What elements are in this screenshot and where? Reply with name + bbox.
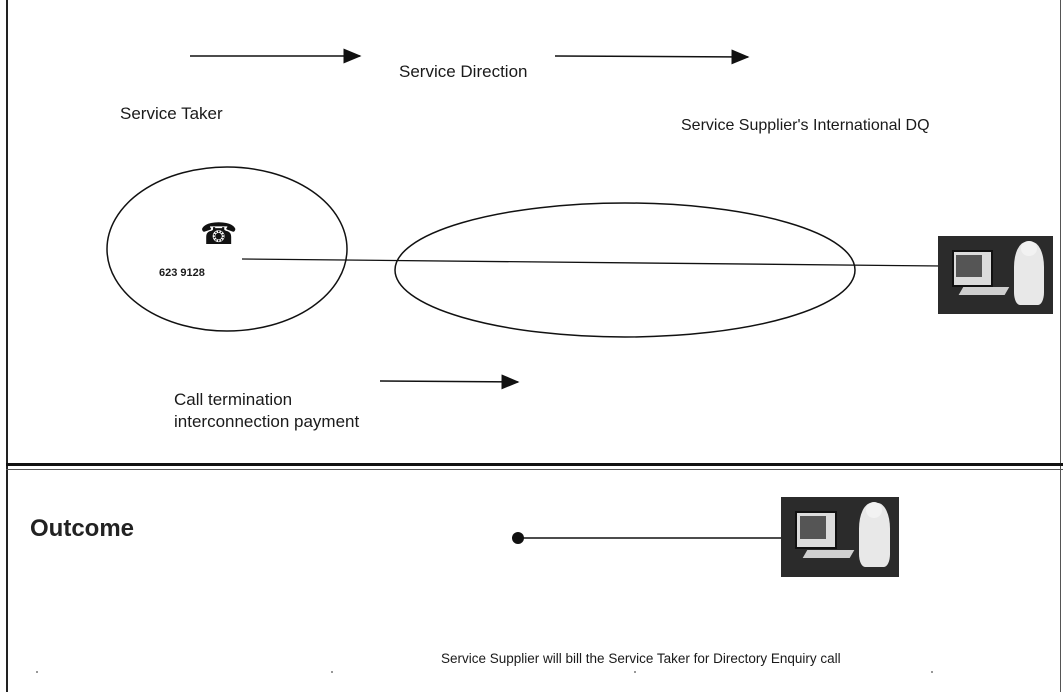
keyboard-shape bbox=[802, 549, 855, 558]
section-divider-thin bbox=[6, 469, 1063, 470]
keyboard-shape bbox=[958, 287, 1010, 296]
payment-label: Call termination interconnection payment bbox=[174, 389, 359, 433]
screen-shape bbox=[956, 254, 982, 277]
computer-user-icon bbox=[938, 236, 1053, 314]
call-connection-line bbox=[241, 258, 943, 267]
outcome-description: Service Supplier will bill the Service T… bbox=[441, 651, 841, 666]
scan-speck bbox=[931, 671, 933, 673]
screen-shape bbox=[799, 516, 826, 539]
telephone-icon: ☎ bbox=[200, 218, 238, 251]
phone-number-label: 623 9128 bbox=[159, 267, 205, 279]
scan-speck bbox=[634, 671, 636, 673]
service-taker-circle bbox=[106, 166, 348, 332]
outcome-title: Outcome bbox=[30, 515, 135, 542]
payment-arrow bbox=[379, 374, 520, 390]
frame-left-border bbox=[6, 0, 8, 692]
network-ellipse bbox=[394, 202, 856, 338]
head-shape bbox=[1020, 240, 1037, 257]
scan-speck bbox=[36, 671, 38, 673]
head-shape bbox=[865, 501, 883, 518]
service-supplier-label: Service Supplier's International DQ bbox=[681, 117, 930, 134]
frame-right-border bbox=[1060, 0, 1061, 692]
section-divider bbox=[6, 463, 1063, 466]
scan-speck bbox=[331, 671, 333, 673]
payment-label-line1: Call termination bbox=[174, 390, 293, 409]
computer-user-icon bbox=[781, 497, 899, 577]
payment-label-line2: interconnection payment bbox=[174, 412, 360, 431]
direction-arrow-right bbox=[554, 49, 750, 65]
service-taker-label: Service Taker bbox=[120, 104, 223, 123]
service-direction-label: Service Direction bbox=[399, 62, 528, 81]
